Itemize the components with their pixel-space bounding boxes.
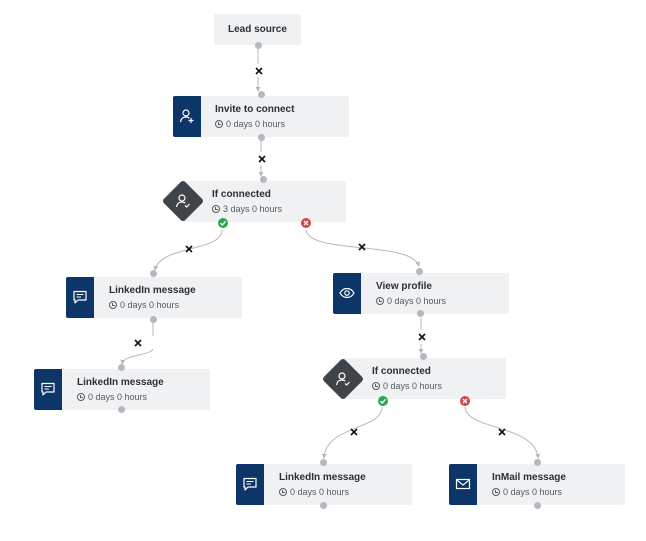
clock-icon [279, 488, 287, 496]
node-duration: 0 days 0 hours [77, 392, 147, 402]
chat-icon [243, 477, 257, 491]
user-plus-icon [179, 109, 194, 123]
clock-icon [492, 488, 500, 496]
node-title: If connected [212, 189, 271, 200]
node-inmail-message[interactable]: InMail message 0 days 0 hours [449, 464, 625, 505]
node-title: InMail message [492, 472, 566, 483]
node-duration: 0 days 0 hours [109, 300, 179, 310]
delete-edge-icon[interactable] [357, 242, 367, 252]
user-check-icon [175, 194, 190, 208]
node-duration: 0 days 0 hours [279, 487, 349, 497]
edge-if2-inmail [464, 406, 541, 459]
node-lead-source[interactable]: Lead source [214, 14, 301, 45]
port-dot[interactable] [150, 270, 157, 277]
port-dot[interactable] [534, 502, 541, 509]
port-dot[interactable] [258, 91, 265, 98]
node-duration: 0 days 0 hours [215, 119, 285, 129]
yes-branch-badge [218, 218, 228, 228]
node-linkedin-message-1[interactable]: LinkedIn message 0 days 0 hours [66, 277, 242, 318]
check-icon [380, 398, 387, 405]
port-dot[interactable] [320, 502, 327, 509]
delete-edge-icon[interactable] [257, 154, 267, 164]
delete-edge-icon[interactable] [349, 427, 359, 437]
delete-edge-icon[interactable] [497, 427, 507, 437]
node-title: Lead source [228, 24, 287, 35]
mail-icon [455, 478, 471, 490]
node-duration: 0 days 0 hours [492, 487, 562, 497]
node-duration: 3 days 0 hours [212, 204, 282, 214]
node-title: Invite to connect [215, 104, 295, 115]
node-view-profile[interactable]: View profile 0 days 0 hours [333, 273, 509, 314]
action-icon-box [449, 464, 477, 505]
port-dot[interactable] [420, 353, 427, 360]
eye-icon [339, 287, 355, 299]
close-icon [303, 220, 309, 226]
delete-edge-icon[interactable] [184, 244, 194, 254]
port-dot[interactable] [118, 406, 125, 413]
edge-if2-msg3 [321, 406, 383, 459]
no-branch-badge [301, 218, 311, 228]
node-duration: 0 days 0 hours [376, 296, 446, 306]
delete-edge-icon[interactable] [254, 66, 264, 76]
node-if-connected-1[interactable]: If connected 3 days 0 hours [182, 181, 346, 222]
clock-icon [376, 297, 384, 305]
node-title: View profile [376, 281, 432, 292]
node-linkedin-message-2[interactable]: LinkedIn message 0 days 0 hours [34, 369, 210, 410]
action-icon-box [333, 273, 361, 314]
clock-icon [212, 205, 220, 213]
yes-branch-badge [378, 396, 388, 406]
node-duration: 0 days 0 hours [372, 381, 442, 391]
port-dot[interactable] [150, 316, 157, 323]
clock-icon [77, 393, 85, 401]
clock-icon [215, 120, 223, 128]
node-title: LinkedIn message [279, 472, 366, 483]
node-linkedin-message-3[interactable]: LinkedIn message 0 days 0 hours [236, 464, 412, 505]
node-if-connected-2[interactable]: If connected 0 days 0 hours [342, 358, 506, 399]
delete-edge-icon[interactable] [417, 332, 427, 342]
delete-edge-icon[interactable] [133, 338, 143, 348]
edge-msg1-msg2 [122, 322, 154, 364]
action-icon-box [236, 464, 264, 505]
port-dot[interactable] [118, 364, 125, 371]
port-dot[interactable] [255, 42, 262, 49]
action-icon-box [173, 96, 201, 137]
close-icon [462, 398, 468, 404]
no-branch-badge [460, 396, 470, 406]
port-dot[interactable] [320, 459, 327, 466]
node-title: If connected [372, 366, 431, 377]
port-dot[interactable] [260, 176, 267, 183]
check-icon [220, 220, 227, 227]
chat-icon [73, 290, 87, 304]
node-title: LinkedIn message [77, 377, 164, 388]
port-dot[interactable] [534, 459, 541, 466]
chat-icon [41, 382, 55, 396]
user-check-icon [335, 372, 350, 386]
clock-icon [109, 301, 117, 309]
edge-if1-msg1 [153, 229, 223, 271]
action-icon-box [34, 369, 62, 410]
node-invite-to-connect[interactable]: Invite to connect 0 days 0 hours [173, 96, 349, 137]
port-dot[interactable] [416, 268, 423, 275]
clock-icon [372, 382, 380, 390]
node-title: LinkedIn message [109, 285, 196, 296]
action-icon-box [66, 277, 94, 318]
port-dot[interactable] [417, 310, 424, 317]
port-dot[interactable] [258, 134, 265, 141]
